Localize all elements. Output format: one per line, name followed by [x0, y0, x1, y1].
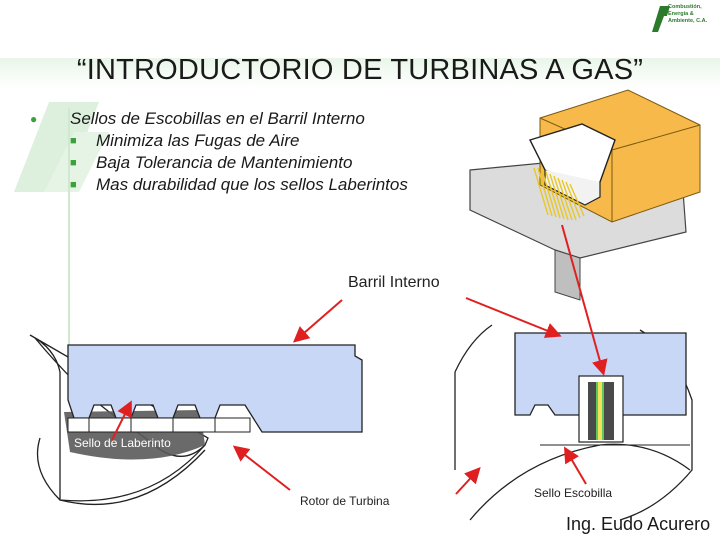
header-green-wash: [0, 58, 720, 88]
bullet-sub-1: ■ Minimiza las Fugas de Aire: [30, 130, 500, 152]
bullet-main-text: Sellos de Escobillas en el Barril Intern…: [70, 109, 365, 128]
company-logo-icon: [652, 6, 670, 32]
label-barril-interno: Barril Interno: [348, 274, 440, 291]
header-band: [0, 0, 720, 58]
arrow-3d-to-section: [561, 224, 608, 376]
arrow-rotor-right: [455, 467, 481, 495]
bullet-main: ● Sellos de Escobillas en el Barril Inte…: [30, 108, 500, 130]
label-sello-escobilla: Sello Escobilla: [534, 486, 613, 500]
arrow-escobilla: [563, 446, 587, 485]
bullet-marker-icon: ●: [30, 112, 38, 126]
sub-bullet-marker-icon: ■: [70, 135, 77, 147]
arrow-rotor: [232, 445, 291, 491]
bullet-sub-3: ■ Mas durabilidad que los sellos Laberin…: [30, 174, 500, 196]
pointer-arrows: [111, 224, 608, 495]
frame-line-vertical: [68, 108, 70, 358]
slide-title: “INTRODUCTORIO DE TURBINAS A GAS”: [76, 54, 644, 86]
watermark-logo-icon: [14, 102, 109, 192]
brush-seal-section: [454, 324, 693, 521]
company-logo-text: Combustión, Energía & Ambiente, C.A.: [668, 4, 718, 25]
arrow-barril-right: [465, 297, 562, 338]
bullet-sub-text: Minimiza las Fugas de Aire: [96, 131, 300, 150]
bullet-sub-2: ■ Baja Tolerancia de Mantenimiento: [30, 152, 500, 174]
arrow-barril-left: [292, 299, 343, 343]
sub-bullet-marker-icon: ■: [70, 157, 77, 169]
logo-line-3: Ambiente, C.A.: [668, 18, 708, 24]
labyrinth-seal-section: [29, 334, 363, 506]
logo-line-2: Energía &: [668, 11, 694, 17]
brush-seal-3d-illustration: [469, 89, 701, 301]
bullet-sub-text: Mas durabilidad que los sellos Laberinto…: [96, 175, 408, 194]
bullet-sub-text: Baja Tolerancia de Mantenimiento: [96, 153, 353, 172]
arrow-laberinto: [111, 400, 132, 441]
label-sello-laberinto: Sello de Laberinto: [74, 436, 171, 450]
logo-line-1: Combustión,: [668, 4, 702, 10]
sub-bullet-marker-icon: ■: [70, 179, 77, 191]
label-rotor-turbina: Rotor de Turbina: [300, 494, 390, 508]
bullet-list: ● Sellos de Escobillas en el Barril Inte…: [30, 108, 500, 196]
author-footer: Ing. Eudo Acurero: [566, 514, 711, 534]
